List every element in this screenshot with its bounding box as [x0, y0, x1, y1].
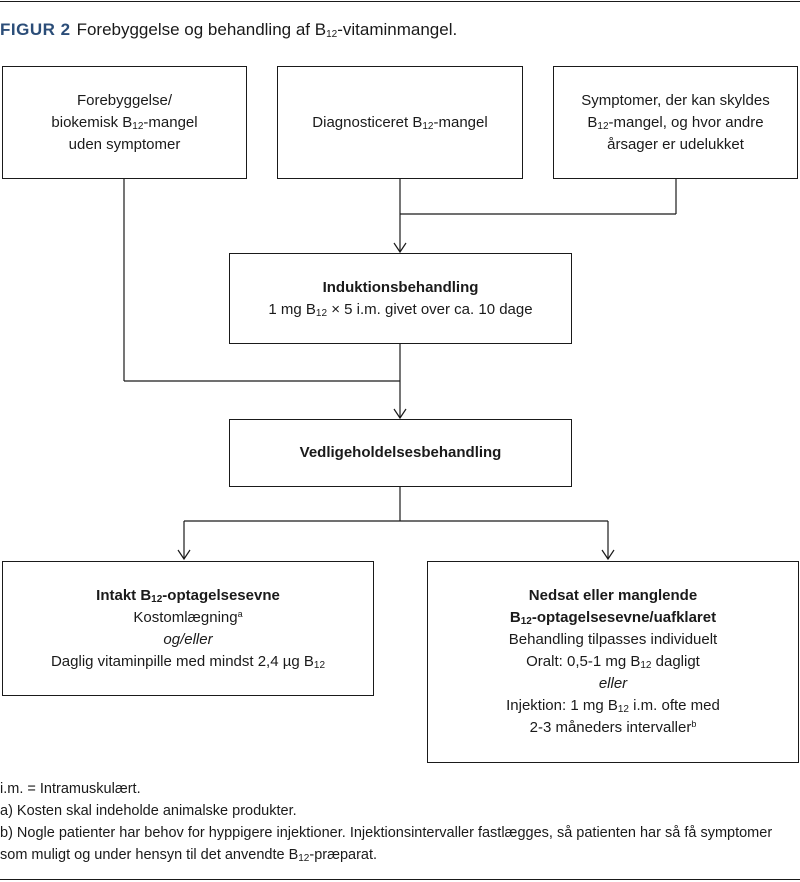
- footnote-b: b) Nogle patienter har behov for hyppige…: [0, 825, 773, 864]
- box-symptoms: Symptomer, der kan skyldes B12-mangel, o…: [553, 66, 798, 179]
- box-diagnosed: Diagnosticeret B12-mangel: [277, 66, 523, 179]
- diagnosed-text: Diagnosticeret B12-mangel: [312, 113, 488, 132]
- induction-heading: Induktionsbehandling: [322, 278, 479, 296]
- box-maintenance: Vedligeholdelsesbehandling: [229, 419, 572, 487]
- reduced-line-4: Injektion: 1 mg B12 i.m. ofte med: [506, 697, 720, 715]
- top-rule: [0, 1, 800, 2]
- figure-title: FIGUR 2 Forebyggelse og behandling af B12…: [0, 19, 457, 41]
- box-reduced: Nedsat eller manglende B12-optagelsesevn…: [427, 561, 799, 763]
- reduced-line-3: eller: [598, 675, 628, 692]
- reduced-heading-2: B12-optagelsesevne/uafklaret: [509, 609, 717, 627]
- arrowhead-maintenance: [393, 408, 407, 420]
- symptoms-line-2: B12-mangel, og hvor andre: [587, 113, 764, 132]
- intact-line-1: Kostomlægninga: [133, 608, 243, 626]
- arrowhead-intact: [177, 549, 191, 561]
- box-intact: Intakt B12-optagelsesevne Kostomlægninga…: [2, 561, 374, 696]
- footnote-a: a) Kosten skal indeholde animalske produ…: [0, 803, 297, 819]
- intact-line-2: og/eller: [163, 630, 213, 648]
- intact-line-3: Daglig vitaminpille med mindst 2,4 µg B1…: [50, 652, 326, 671]
- reduced-line-2: Oralt: 0,5-1 mg B12 dagligt: [526, 653, 700, 671]
- induction-dose: 1 mg B12 × 5 i.m. givet over ca. 10 dage: [268, 300, 533, 319]
- bottom-rule: [0, 879, 800, 880]
- arrowhead-induction: [393, 242, 407, 254]
- reduced-line-5: 2-3 måneders intervallerb: [529, 719, 697, 736]
- footnotes: i.m. = Intramuskulært. a) Kosten skal in…: [0, 778, 800, 866]
- prevention-line-1: Forebyggelse/: [76, 91, 173, 109]
- figure-label: FIGUR 2: [0, 20, 71, 39]
- reduced-line-1: Behandling tilpasses individuelt: [508, 631, 718, 648]
- reduced-heading-1: Nedsat eller manglende: [528, 587, 698, 604]
- figure-title-text: Forebyggelse og behandling af B12-vitami…: [76, 20, 458, 40]
- prevention-line-2: biokemisk B12-mangel: [51, 113, 198, 132]
- box-induction: Induktionsbehandling 1 mg B12 × 5 i.m. g…: [229, 253, 572, 344]
- prevention-line-3: uden symptomer: [68, 135, 181, 153]
- symptoms-line-3: årsager er udelukket: [607, 135, 744, 153]
- maintenance-heading: Vedligeholdelsesbehandling: [299, 444, 502, 461]
- arrowhead-reduced: [601, 549, 615, 561]
- footnote-abbreviation: i.m. = Intramuskulært.: [0, 781, 141, 797]
- box-prevention: Forebyggelse/ biokemisk B12-mangel uden …: [2, 66, 247, 179]
- symptoms-line-1: Symptomer, der kan skyldes: [581, 91, 770, 109]
- intact-heading: Intakt B12-optagelsesevne: [96, 586, 280, 605]
